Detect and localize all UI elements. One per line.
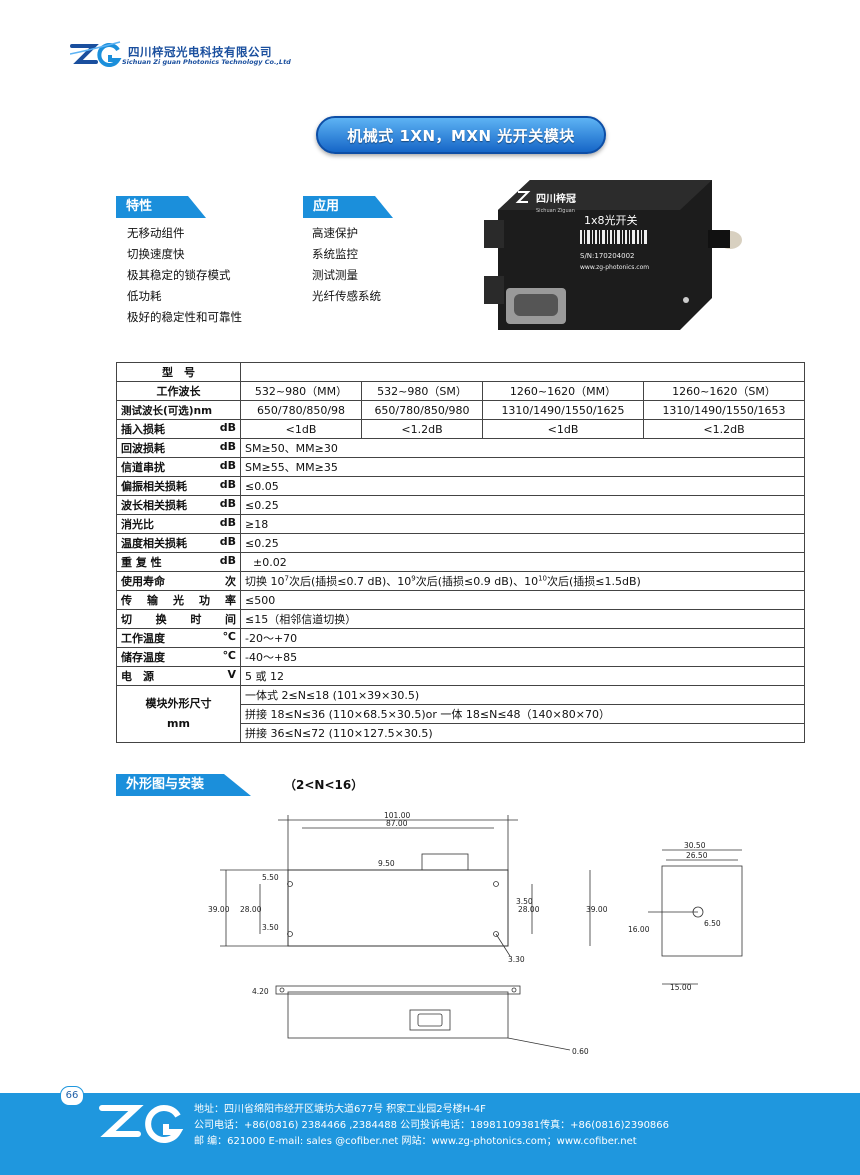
table-row: 切换时间 ≤15（相邻信道切换） (116, 609, 805, 629)
company-name-cn: 四川梓冠光电科技有限公司 (128, 45, 272, 59)
footer-bar (0, 1093, 860, 1175)
svg-text:26.50: 26.50 (686, 851, 708, 860)
life-value: 切换 107次后(插损≤0.7 dB)、109次后(插损≤0.9 dB)、101… (240, 571, 805, 591)
table-row: 型 号 (116, 362, 805, 382)
table-row: 模块外形尺寸 mm 一体式 2≤N≤18 (101×39×30.5) (116, 685, 805, 743)
barcode (580, 230, 647, 244)
table-row: 传输光功率 ≤500 (116, 590, 805, 610)
list-item: 测试测量 (312, 268, 358, 282)
svg-text:16.00: 16.00 (628, 925, 650, 934)
table-row: 拼接 18≤N≤36 (110×68.5×30.5)or 一体 18≤N≤48（… (117, 704, 805, 724)
svg-text:4.20: 4.20 (252, 987, 269, 996)
list-item: 极其稳定的锁存模式 (127, 268, 231, 282)
svg-text:0.60: 0.60 (572, 1047, 589, 1056)
list-item: 低功耗 (127, 289, 162, 303)
svg-text:15.00: 15.00 (670, 983, 692, 992)
svg-text:87.00: 87.00 (386, 819, 408, 828)
page-title: 机械式 1XN，MXN 光开关模块 (316, 116, 606, 154)
drawing-heading: 外形图与安装 (116, 774, 251, 796)
table-row: 工作波长 532~980（MM） 532~980（SM） 1260~1620（M… (116, 381, 805, 401)
footer-logo-icon (99, 1105, 184, 1143)
footer-phone: 公司电话：+86(0816) 2384466 ,2384488 公司投诉电话：1… (194, 1120, 670, 1131)
device-serial: S/N:170204002 (580, 252, 634, 260)
features-heading: 特性 (116, 196, 206, 218)
table-row: 储存温度℃ -40～+85 (116, 647, 805, 667)
company-name-en: Sichuan Zi guan Photonics Technology Co.… (122, 58, 291, 66)
page-number: 66 (60, 1086, 84, 1106)
svg-text:101.00: 101.00 (384, 811, 410, 820)
device-website: www.zg-photonics.com (580, 264, 649, 271)
list-item: 光纤传感系统 (312, 289, 381, 303)
features-list: 无移动组件 切换速度快 极其稳定的锁存模式 低功耗 极好的稳定性和可靠性 (127, 223, 242, 328)
svg-text:9.50: 9.50 (378, 859, 395, 868)
svg-text:28.00: 28.00 (240, 905, 262, 914)
svg-text:5.50: 5.50 (262, 873, 279, 882)
list-item: 切换速度快 (127, 247, 185, 261)
applications-heading: 应用 (303, 196, 393, 218)
svg-text:6.50: 6.50 (704, 919, 721, 928)
footer-address: 地址：四川省绵阳市经开区塘坊大道677号 积家工业园2号楼H-4F (194, 1104, 486, 1115)
device-photo: 四川梓冠 Sichuan Ziguan 1x8光开关 S/N:170204002… (484, 180, 742, 330)
drawing-subtitle: （2<N<16） (284, 778, 364, 792)
svg-text:30.50: 30.50 (684, 841, 706, 850)
svg-text:28.00: 28.00 (518, 905, 540, 914)
svg-text:3.50: 3.50 (262, 923, 279, 932)
list-item: 极好的稳定性和可靠性 (127, 310, 242, 324)
applications-list: 高速保护 系统监控 测试测量 光纤传感系统 (312, 223, 381, 307)
svg-text:3.50: 3.50 (516, 897, 533, 906)
list-item: 高速保护 (312, 226, 358, 240)
table-row: 工作温度℃ -20～+70 (116, 628, 805, 648)
device-brand: 四川梓冠 (536, 192, 576, 205)
page-title-text: 机械式 1XN，MXN 光开关模块 (347, 126, 575, 145)
table-row: 拼接 36≤N≤72 (110×127.5×30.5) (117, 723, 805, 743)
table-row: 使用寿命次 切换 107次后(插损≤0.7 dB)、109次后(插损≤0.9 d… (116, 571, 805, 591)
spec-table: 型 号 工作波长 532~980（MM） 532~980（SM） 1260~16… (116, 362, 805, 743)
device-model: 1x8光开关 (584, 213, 638, 227)
svg-text:39.00: 39.00 (208, 905, 230, 914)
footer-contact: 地址：四川省绵阳市经开区塘坊大道677号 积家工业园2号楼H-4F 公司电话：+… (194, 1102, 669, 1150)
list-item: 系统监控 (312, 247, 358, 261)
svg-text:39.00: 39.00 (586, 905, 608, 914)
company-logo-icon (70, 41, 122, 67)
footer-post: 邮 编：621000 E-mail: sales @cofiber.net 网站… (194, 1136, 637, 1147)
spec-label-model: 型 号 (116, 362, 241, 382)
svg-text:3.30: 3.30 (508, 955, 525, 964)
outline-drawing: 101.00 87.00 9.50 39.00 28.00 5.50 3.50 … (208, 811, 743, 1056)
device-logo-icon (515, 191, 531, 203)
list-item: 无移动组件 (127, 226, 185, 240)
table-row: 测试波长(可选)nm 650/780/850/98 650/780/850/98… (116, 400, 805, 420)
device-brand-en: Sichuan Ziguan (536, 208, 575, 214)
